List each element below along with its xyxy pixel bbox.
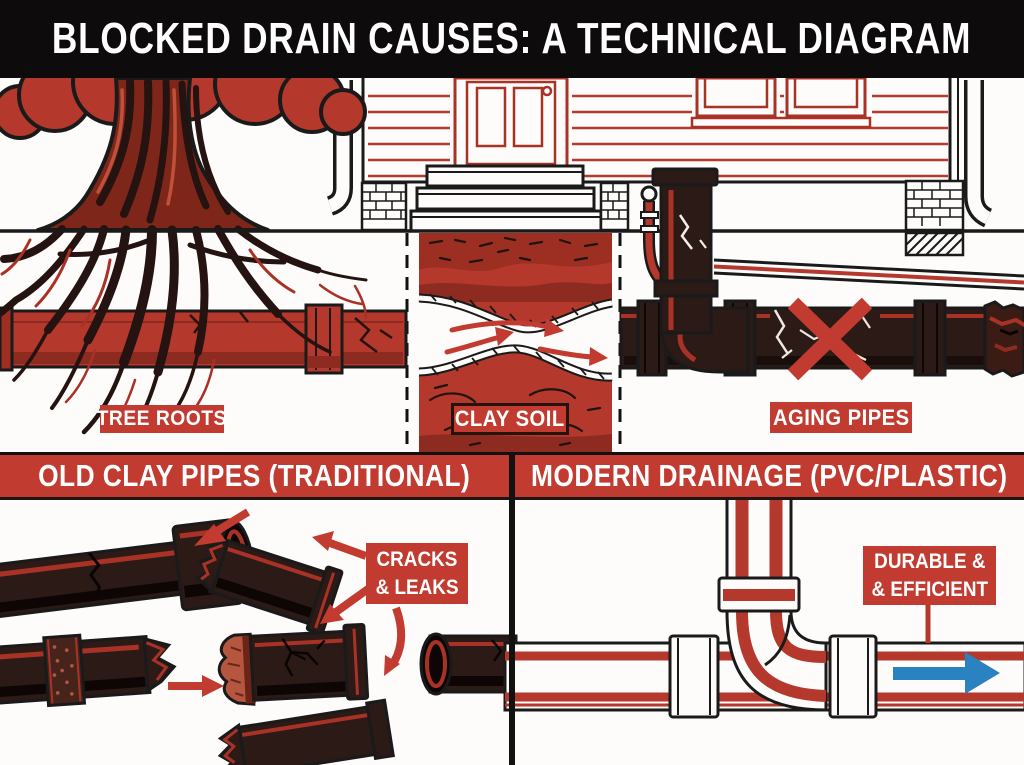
drain-stack — [651, 167, 750, 374]
downspout-left — [326, 80, 353, 216]
crumbling-pipe-end — [983, 300, 1024, 378]
red-arrow-icon — [168, 508, 405, 697]
windows — [690, 76, 872, 129]
modern-drainage-header: MODERN DRAINAGE (PVC/PLASTIC) — [515, 455, 1024, 500]
x-mark-icon — [787, 297, 873, 381]
brick-pillars — [360, 179, 965, 232]
porch-steps — [409, 164, 603, 233]
aging-pipes-label: AGING PIPES — [770, 402, 912, 433]
flow-arrow-icon — [893, 652, 1000, 694]
cracks-leaks-callout: CRACKS & LEAKS — [366, 543, 468, 604]
door — [450, 76, 572, 170]
page-title: BLOCKED DRAIN CAUSES: A TECHNICAL DIAGRA… — [52, 14, 972, 63]
red-arrow-icon — [444, 318, 608, 366]
house-illustration — [326, 76, 993, 257]
aging-pipes-illustration — [619, 167, 1024, 381]
foundation-hatch — [904, 231, 965, 257]
clay-soil-label: CLAY SOIL — [451, 403, 569, 435]
tree-roots-label: TREE ROOTS — [97, 405, 227, 433]
modern-drainage-illustration — [503, 496, 1024, 719]
panel-vertical-divider — [509, 452, 515, 765]
title-banner: BLOCKED DRAIN CAUSES: A TECHNICAL DIAGRA… — [0, 0, 1024, 78]
durable-efficient-callout: DURABLE & & EFFICIENT — [863, 546, 996, 605]
old-clay-pipes-illustration — [0, 508, 518, 765]
old-clay-pipes-header: OLD CLAY PIPES (TRADITIONAL) — [0, 455, 509, 500]
downspout-right — [964, 80, 993, 228]
